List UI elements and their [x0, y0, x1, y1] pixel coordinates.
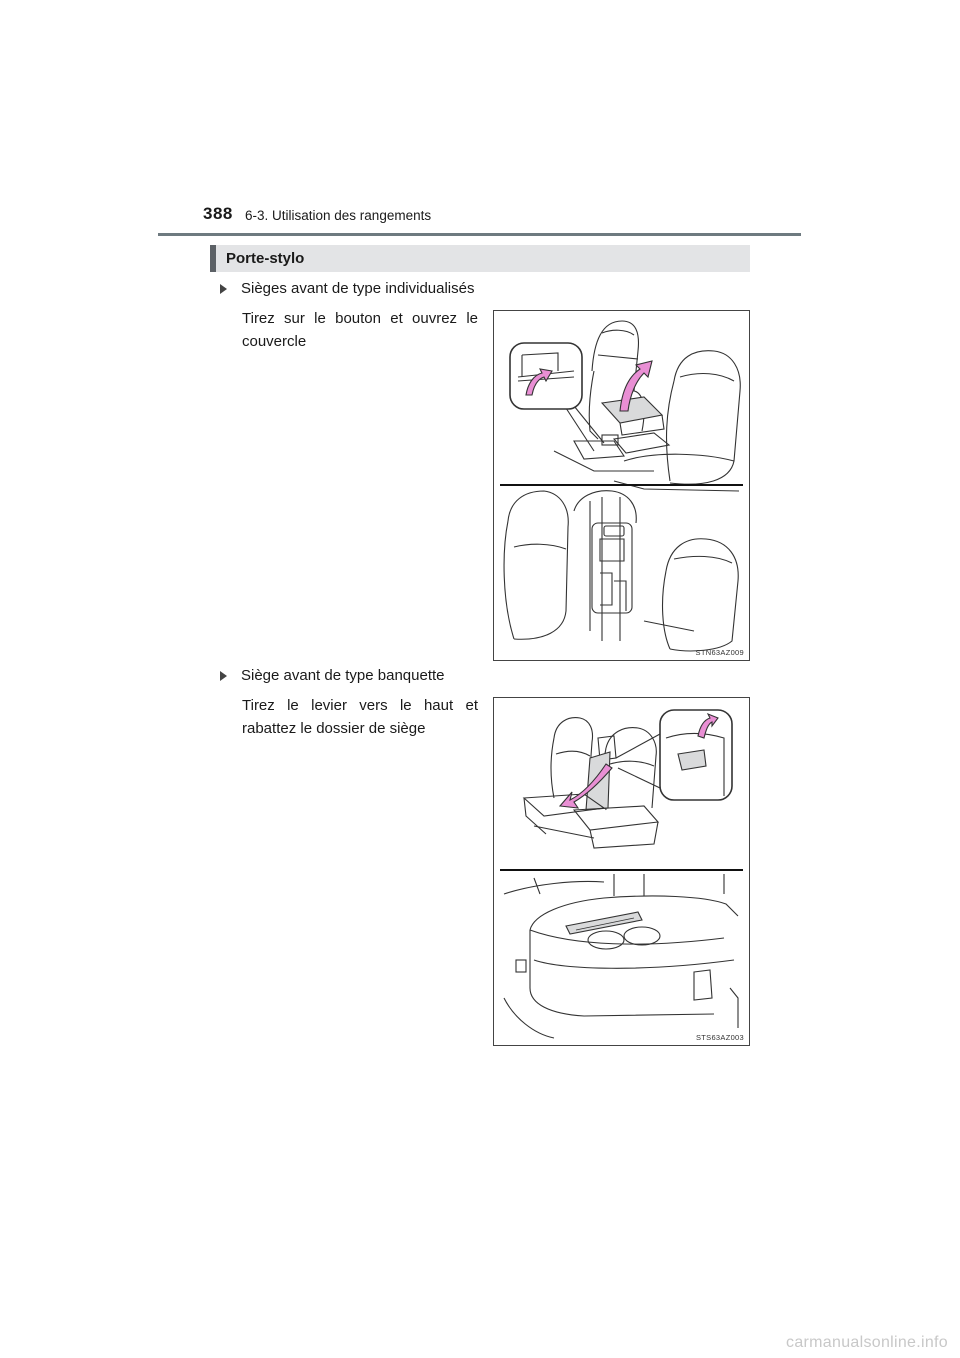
figure-code: STN63AZ009: [695, 648, 744, 657]
header-rule: [158, 233, 801, 236]
page-number: 388: [203, 204, 233, 223]
chapter-title: 6-3. Utilisation des rangements: [245, 208, 432, 223]
instruction-bench-seat: Tirez le levier vers le haut et rabattez…: [242, 697, 478, 737]
bullet-heading: Sièges avant de type individualisés: [241, 280, 475, 297]
section-header: Porte-stylo: [210, 245, 750, 272]
bullet-individual-seats: Sièges avant de type individualisés: [220, 280, 474, 297]
figure-bench-seat: STS63AZ003: [493, 697, 750, 1046]
triangle-bullet-icon: [220, 283, 227, 294]
bullet-heading: Siège avant de type banquette: [241, 667, 445, 684]
figure-code: STS63AZ003: [695, 1033, 744, 1042]
section-title: Porte-stylo: [226, 250, 305, 267]
bullet-bench-seat: Siège avant de type banquette: [220, 667, 445, 684]
figure-individual-seats: STN63AZ009: [493, 310, 750, 661]
instruction-individual-seats: Tirez sur le bouton et ouvrez le couverc…: [242, 310, 478, 350]
triangle-bullet-icon: [220, 670, 227, 681]
watermark: carmanualsonline.info: [786, 1334, 948, 1351]
